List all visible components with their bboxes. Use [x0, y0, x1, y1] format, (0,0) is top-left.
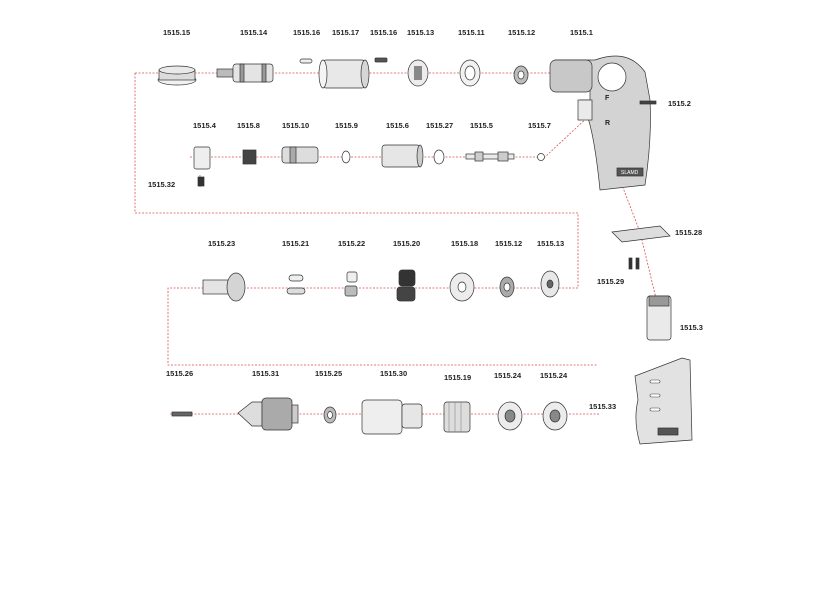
- part-1515-32: [197, 176, 205, 187]
- label-1515-21: 1515.21: [282, 239, 309, 248]
- label-1515-13b: 1515.13: [537, 239, 564, 248]
- part-1515-2: [639, 100, 657, 105]
- label-1515-3: 1515.3: [680, 323, 703, 332]
- part-1515-12b: [499, 276, 515, 298]
- label-1515-5: 1515.5: [470, 121, 493, 130]
- part-1515-18: [449, 272, 475, 302]
- label-1515-26: 1515.26: [166, 369, 193, 378]
- label-1515-29: 1515.29: [597, 277, 624, 286]
- label-1515-27: 1515.27: [426, 121, 453, 130]
- label-1515-9: 1515.9: [335, 121, 358, 130]
- label-1515-24b: 1515.24: [540, 371, 568, 380]
- part-1515-24b: [542, 401, 568, 431]
- label-1515-8: 1515.8: [237, 121, 260, 130]
- part-1515-20: [396, 269, 416, 302]
- label-1515-12a: 1515.12: [508, 28, 535, 37]
- part-labels: 1515.15 1515.14 1515.16 1515.17 1515.16 …: [148, 28, 703, 411]
- part-1515-7: [537, 153, 545, 161]
- label-1515-30: 1515.30: [380, 369, 407, 378]
- label-1515-6: 1515.6: [386, 121, 409, 130]
- label-1515-17: 1515.17: [332, 28, 359, 37]
- part-1515-26: [171, 411, 193, 417]
- part-1515-9: [341, 150, 351, 164]
- part-1515-29: [628, 257, 640, 270]
- label-1515-11: 1515.11: [458, 28, 485, 37]
- label-1515-31: 1515.31: [252, 369, 279, 378]
- brand-plate-text: SLAMD: [621, 170, 639, 176]
- label-1515-16a: 1515.16: [293, 28, 320, 37]
- part-1515-5: [465, 151, 515, 162]
- part-1515-28: [611, 225, 671, 243]
- part-1515-16a: [299, 58, 313, 64]
- part-1515-3: [646, 295, 672, 341]
- part-1515-23: [202, 272, 246, 302]
- part-1515-1-drill-body: SLAMD F R: [549, 55, 651, 191]
- label-1515-2: 1515.2: [668, 99, 691, 108]
- forward-mark: F: [605, 95, 610, 102]
- part-1515-16b: [374, 57, 388, 63]
- part-1515-6: [381, 144, 424, 168]
- part-1515-4: [193, 146, 211, 170]
- label-1515-1: 1515.1: [570, 28, 593, 37]
- label-1515-15: 1515.15: [163, 28, 190, 37]
- label-1515-24a: 1515.24: [494, 371, 522, 380]
- label-1515-20: 1515.20: [393, 239, 420, 248]
- label-1515-13a: 1515.13: [407, 28, 434, 37]
- part-1515-24a: [497, 401, 523, 431]
- label-1515-14: 1515.14: [240, 28, 268, 37]
- part-1515-15: [157, 65, 197, 86]
- part-1515-31: [237, 397, 299, 431]
- label-1515-25: 1515.25: [315, 369, 342, 378]
- label-1515-10: 1515.10: [282, 121, 309, 130]
- label-1515-32: 1515.32: [148, 180, 175, 189]
- label-1515-28: 1515.28: [675, 228, 702, 237]
- part-1515-30: [361, 399, 423, 435]
- label-1515-18: 1515.18: [451, 239, 478, 248]
- part-1515-11: [459, 59, 481, 87]
- label-1515-16b: 1515.16: [370, 28, 397, 37]
- label-1515-12b: 1515.12: [495, 239, 522, 248]
- part-1515-19: [443, 401, 471, 433]
- label-1515-19: 1515.19: [444, 373, 471, 382]
- part-1515-8: [242, 149, 257, 165]
- label-1515-23: 1515.23: [208, 239, 235, 248]
- part-1515-13b: [540, 270, 560, 298]
- label-1515-7: 1515.7: [528, 121, 551, 130]
- label-1515-4: 1515.4: [193, 121, 217, 130]
- part-1515-17: [318, 59, 370, 89]
- part-1515-21: [286, 274, 306, 295]
- part-1515-33-grip: [634, 357, 693, 445]
- part-1515-25: [323, 406, 337, 424]
- label-1515-33: 1515.33: [589, 402, 616, 411]
- part-1515-13a: [407, 59, 429, 87]
- label-1515-22: 1515.22: [338, 239, 365, 248]
- part-1515-14: [216, 63, 274, 83]
- part-1515-27: [433, 149, 445, 165]
- part-1515-22: [344, 271, 358, 297]
- part-1515-10: [281, 146, 319, 164]
- part-1515-12a: [513, 65, 529, 85]
- reverse-mark: R: [605, 120, 610, 127]
